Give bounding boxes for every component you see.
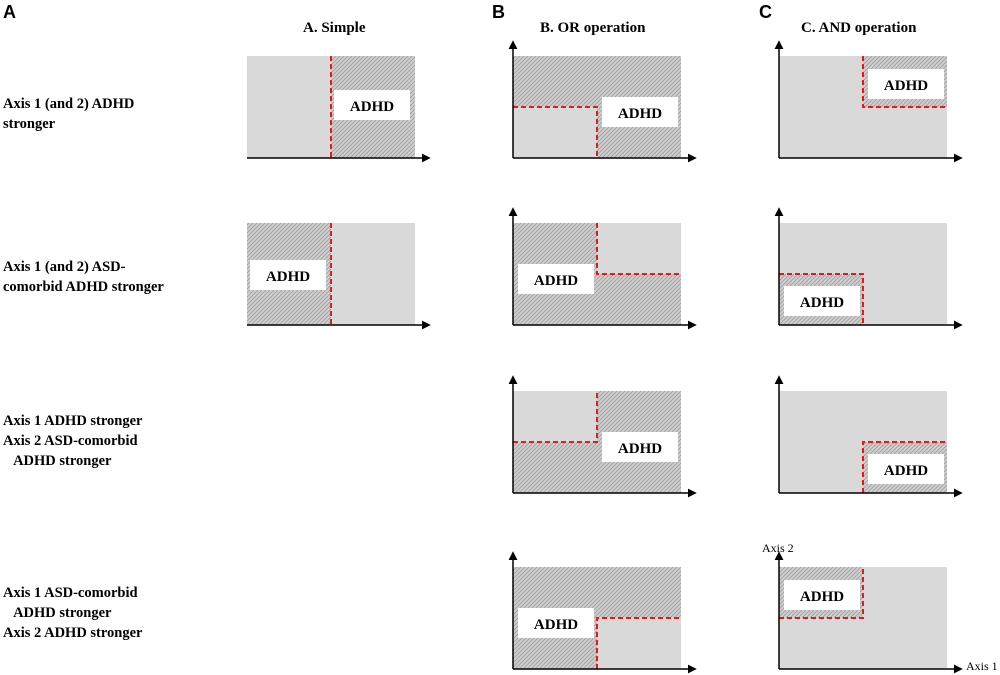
light-corner	[597, 223, 681, 274]
boundary-line	[779, 567, 864, 619]
boundary-line	[862, 441, 947, 493]
light-corner	[513, 391, 597, 442]
adhd-label-box	[518, 264, 594, 294]
panel-letter-c: C	[759, 2, 772, 22]
row-label-1: Axis 1 (and 2) ADHD stronger	[3, 96, 135, 132]
adhd-label-box	[784, 286, 860, 316]
adhd-label: ADHD	[884, 78, 928, 94]
boundary-line	[513, 106, 598, 158]
diagram-or-row-3: ADHD	[508, 375, 697, 498]
diagram-simple-row-1: ADHD	[247, 56, 431, 163]
adhd-label: ADHD	[350, 99, 394, 115]
y-axis-name: Axis 2	[762, 541, 794, 555]
adhd-label-box	[868, 69, 944, 99]
light-corner	[513, 107, 597, 158]
adhd-label-box	[250, 260, 326, 290]
diagram-and-row-3: ADHD	[774, 375, 963, 498]
adhd-label: ADHD	[800, 295, 844, 311]
adhd-label-box	[784, 580, 860, 610]
boundary-line	[862, 56, 947, 108]
column-title-simple: A. Simple	[303, 20, 366, 36]
boundary-line	[779, 273, 864, 325]
boundary-line	[596, 223, 681, 275]
row-label-2: Axis 1 (and 2) ASD- comorbid ADHD strong…	[3, 259, 164, 295]
boundary-line	[513, 391, 598, 443]
diagram-and-row-4: ADHD	[774, 551, 963, 674]
row-label-4: Axis 1 ASD-comorbid ADHD stronger Axis 2…	[3, 585, 143, 641]
diagram-or-row-4: ADHD	[508, 551, 697, 674]
light-corner	[597, 618, 681, 669]
adhd-label-box	[602, 97, 678, 127]
adhd-label: ADHD	[534, 617, 578, 633]
panel-letter-b: B	[492, 2, 505, 22]
adhd-label: ADHD	[884, 463, 928, 479]
diagram-or-row-1: ADHD	[508, 40, 697, 163]
row-label-3: Axis 1 ADHD stronger Axis 2 ASD-comorbid…	[3, 413, 143, 469]
adhd-label-box	[334, 90, 410, 120]
adhd-label-box	[518, 608, 594, 638]
adhd-label: ADHD	[534, 273, 578, 289]
column-title-and: C. AND operation	[801, 20, 917, 36]
adhd-label: ADHD	[266, 269, 310, 285]
diagram-and-row-1: ADHD	[774, 40, 963, 163]
column-title-or: B. OR operation	[540, 20, 646, 36]
panel-letter-a: A	[3, 2, 16, 22]
diagram-simple-row-2: ADHD	[247, 223, 431, 330]
adhd-label-box	[602, 432, 678, 462]
boundary-line	[596, 617, 681, 669]
x-axis-name: Axis 1	[966, 659, 998, 673]
adhd-label: ADHD	[618, 106, 662, 122]
diagram-or-row-2: ADHD	[508, 207, 697, 330]
adhd-label: ADHD	[800, 589, 844, 605]
adhd-label: ADHD	[618, 441, 662, 457]
diagram-and-row-2: ADHD	[774, 207, 963, 330]
adhd-label-box	[868, 454, 944, 484]
